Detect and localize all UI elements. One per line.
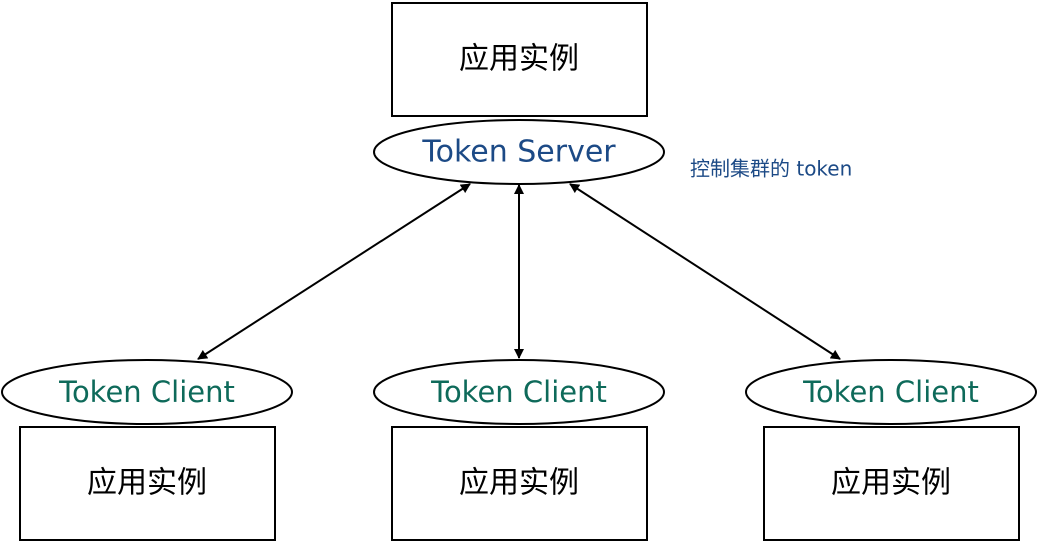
server-instance-label: 应用实例 <box>459 42 579 77</box>
token-client-node-3: Token Client <box>745 359 1037 425</box>
client-instance-box <box>19 426 276 541</box>
token-client-label: Token Client <box>58 375 235 409</box>
client-instance-label: 应用实例 <box>459 466 579 501</box>
token-client-ellipse <box>1 359 293 425</box>
token-client-ellipse <box>745 359 1037 425</box>
token-client-label: Token Client <box>802 375 979 409</box>
token-client-label: Token Client <box>430 375 607 409</box>
connection-arrow-client-3 <box>569 183 841 360</box>
client-instance-node-1: 应用实例 <box>19 426 276 541</box>
token-server-node: Token Server <box>373 119 665 185</box>
token-server-label: Token Server <box>421 135 616 170</box>
token-client-node-1: Token Client <box>1 359 293 425</box>
connection-arrow-client-1 <box>197 183 471 360</box>
server-note: 控制集群的 token <box>690 157 852 181</box>
client-instance-node-3: 应用实例 <box>763 426 1020 541</box>
client-instance-label: 应用实例 <box>87 466 207 501</box>
server-instance-node: 应用实例 <box>391 2 648 117</box>
server-instance-box <box>391 2 648 117</box>
client-instance-node-2: 应用实例 <box>391 426 648 541</box>
token-client-node-2: Token Client <box>373 359 665 425</box>
client-instance-label: 应用实例 <box>831 466 951 501</box>
client-instance-box <box>391 426 648 541</box>
client-instance-box <box>763 426 1020 541</box>
token-client-ellipse <box>373 359 665 425</box>
